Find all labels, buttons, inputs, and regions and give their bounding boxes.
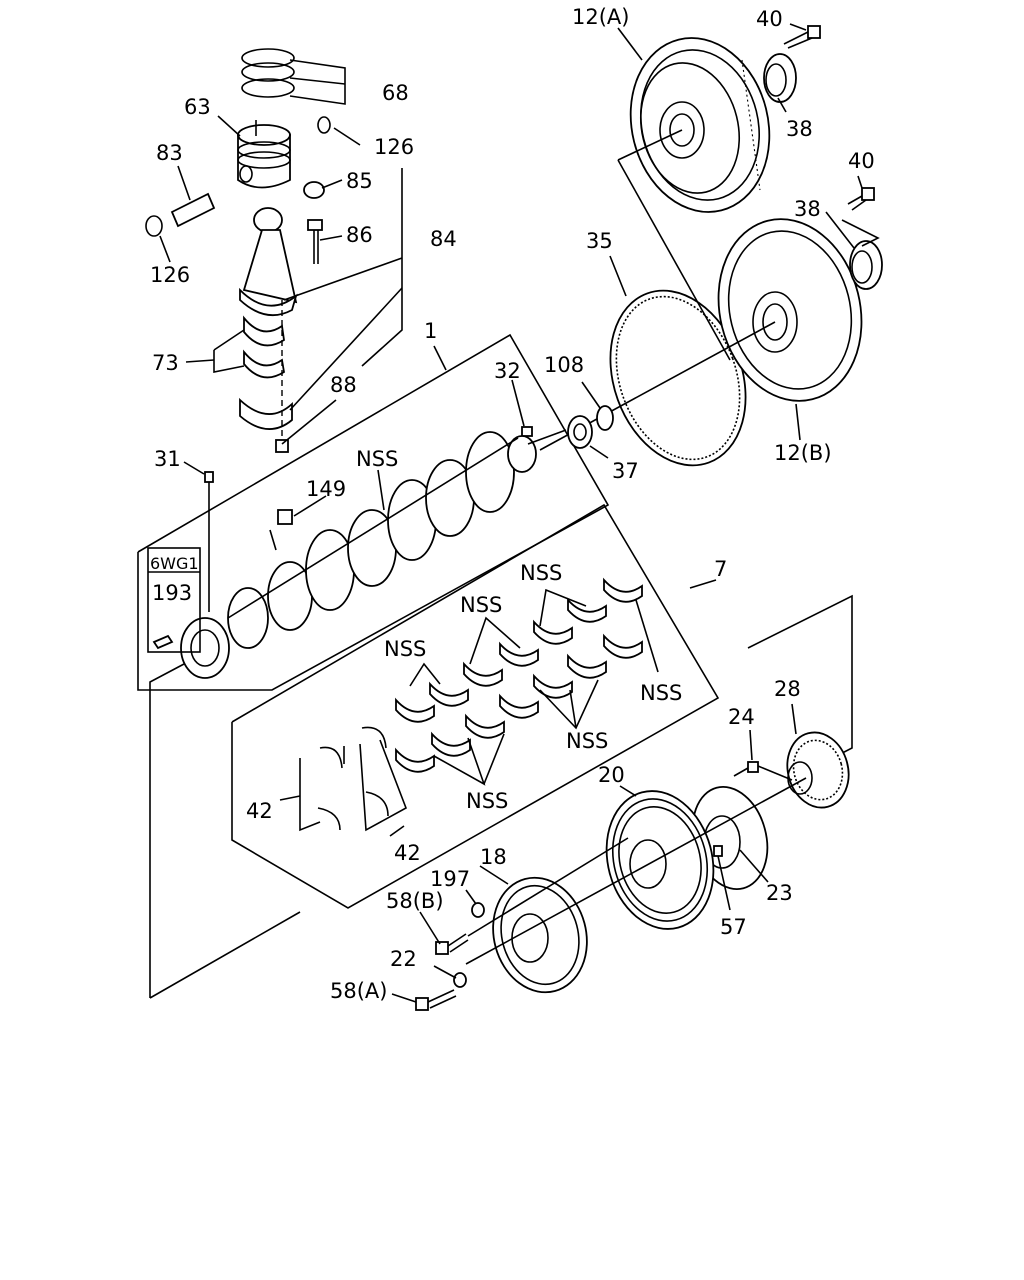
label-40a: 40 xyxy=(756,7,783,31)
label-38a: 38 xyxy=(786,117,813,141)
bolt-58a xyxy=(415,989,457,1011)
label-108: 108 xyxy=(544,353,584,377)
crank-nose-leader xyxy=(527,429,567,445)
label-63: 63 xyxy=(184,95,211,119)
label-57: 57 xyxy=(720,915,747,939)
piston-rings-68 xyxy=(241,48,346,105)
crankshaft xyxy=(180,431,537,679)
label-leaders xyxy=(159,23,863,1003)
bearing-37 xyxy=(567,415,593,449)
label-nss-b3: NSS xyxy=(384,637,426,661)
rod-bearing-73 xyxy=(243,315,285,379)
piston-rod-leader-lines xyxy=(255,120,403,440)
label-24: 24 xyxy=(728,705,755,729)
label-86: 86 xyxy=(346,223,373,247)
front-axis-lines xyxy=(465,765,807,965)
label-18: 18 xyxy=(480,845,507,869)
bolt-40-b xyxy=(847,187,875,211)
label-193: 193 xyxy=(152,581,192,605)
label-126a: 126 xyxy=(374,135,414,159)
pin-31 xyxy=(204,471,214,612)
label-40b: 40 xyxy=(848,149,875,173)
label-12a: 12(A) xyxy=(572,5,629,29)
label-126b: 126 xyxy=(150,263,190,287)
label-37: 37 xyxy=(612,459,639,483)
pilot-bearing-108 xyxy=(596,405,614,431)
damper-pulley-20 xyxy=(605,790,715,930)
bearing-group-outline xyxy=(231,503,720,909)
label-88: 88 xyxy=(330,373,357,397)
label-22: 22 xyxy=(390,947,417,971)
crank-pulley-18 xyxy=(492,876,588,994)
label-nss-b2: NSS xyxy=(460,593,502,617)
label-84: 84 xyxy=(430,227,457,251)
label-149: 149 xyxy=(306,477,346,501)
label-42b: 42 xyxy=(394,841,421,865)
thrust-washers-42 xyxy=(279,726,407,837)
bolt-40-a xyxy=(783,25,821,49)
label-42a: 42 xyxy=(246,799,273,823)
callout-labels: 12(A) 40 38 40 38 35 108 37 12(B) 68 63 … xyxy=(150,5,875,1003)
label-58a: 58(A) xyxy=(330,979,387,1003)
label-38b: 38 xyxy=(794,197,821,221)
label-83: 83 xyxy=(156,141,183,165)
flywheel-a xyxy=(629,37,771,213)
label-58b: 58(B) xyxy=(386,889,444,913)
label-nss-crank: NSS xyxy=(356,447,398,471)
label-12b: 12(B) xyxy=(774,441,832,465)
washer-197 xyxy=(471,902,485,918)
piston-63 xyxy=(237,124,291,189)
flywheel-b xyxy=(717,218,863,402)
ring-gear-35 xyxy=(609,289,747,467)
bearing-38-a xyxy=(763,53,797,103)
dowel-57 xyxy=(713,845,731,911)
variant-box xyxy=(147,547,201,653)
label-nss-b6: NSS xyxy=(466,789,508,813)
bolt-24 xyxy=(733,761,759,777)
piston-pin-83 xyxy=(170,192,216,228)
bolt-58b xyxy=(435,933,469,955)
nss-leaders xyxy=(409,588,659,786)
snap-ring-126-a xyxy=(317,116,331,134)
connecting-rod-84 xyxy=(239,207,298,317)
label-20: 20 xyxy=(598,763,625,787)
bushing-85 xyxy=(303,181,325,199)
label-35: 35 xyxy=(586,229,613,253)
rod-bolt-86 xyxy=(307,219,323,264)
label-73: 73 xyxy=(152,351,179,375)
label-23: 23 xyxy=(766,881,793,905)
crankshaft-group-outline xyxy=(137,333,610,691)
pin-32 xyxy=(521,426,533,437)
label-197: 197 xyxy=(430,867,470,891)
label-7: 7 xyxy=(714,557,727,581)
label-1: 1 xyxy=(424,319,437,343)
timing-gear-28 xyxy=(786,731,850,809)
rod-nut-88 xyxy=(275,439,289,453)
label-68: 68 xyxy=(382,81,409,105)
label-85: 85 xyxy=(346,169,373,193)
label-nss-b1: NSS xyxy=(520,561,562,585)
label-nss-b5: NSS xyxy=(566,729,608,753)
plug-149 xyxy=(277,509,293,525)
rod-cap xyxy=(239,397,293,430)
bearing-38-b xyxy=(849,240,883,290)
label-31: 31 xyxy=(154,447,181,471)
label-32: 32 xyxy=(494,359,521,383)
label-nss-b4: NSS xyxy=(640,681,682,705)
snap-ring-126-b xyxy=(145,215,163,237)
label-28: 28 xyxy=(774,677,801,701)
label-6wg1: 6WG1 xyxy=(150,554,199,573)
washer-22 xyxy=(453,972,467,988)
